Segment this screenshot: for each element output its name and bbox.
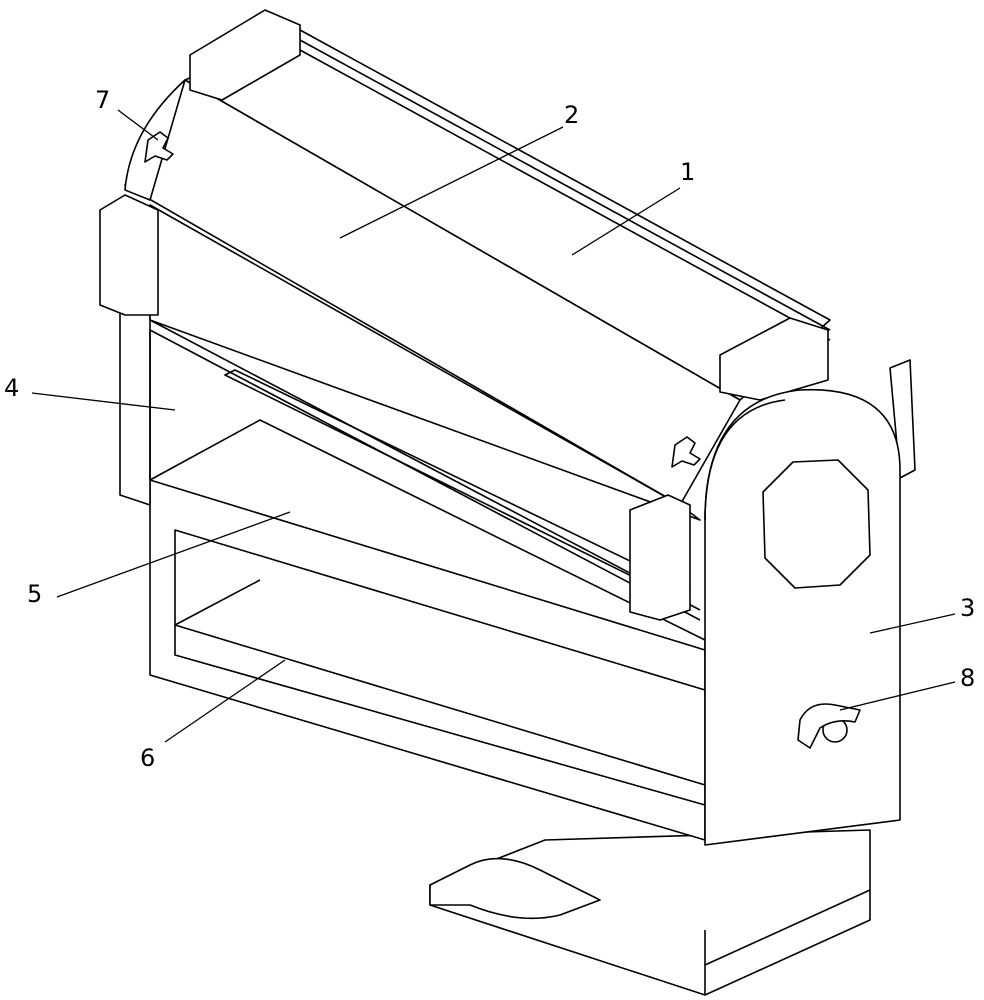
base-plate	[430, 830, 870, 995]
octagon-window	[763, 460, 870, 588]
front-right-block	[630, 495, 690, 620]
label-6: 6	[140, 746, 155, 770]
label-4: 4	[4, 376, 19, 400]
left-column	[120, 310, 150, 505]
label-5: 5	[27, 582, 42, 606]
label-3: 3	[960, 596, 975, 620]
side-plate	[705, 390, 900, 845]
label-1: 1	[680, 160, 695, 184]
label-8: 8	[960, 666, 975, 690]
label-2: 2	[564, 103, 579, 127]
leader-4	[32, 393, 175, 410]
left-block	[100, 195, 158, 315]
label-7: 7	[95, 88, 110, 112]
